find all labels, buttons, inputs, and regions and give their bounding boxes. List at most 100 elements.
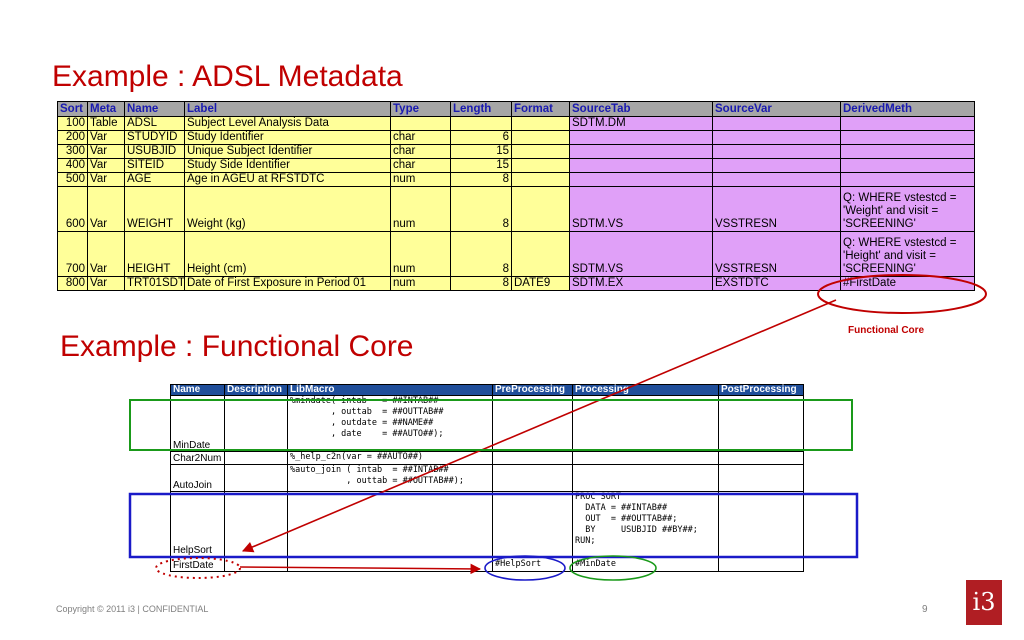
core-cell-libmacro: %_help_c2n(var = ##AUTO##) bbox=[287, 451, 493, 465]
adsl-cell-sourcevar: EXSTDTC bbox=[712, 276, 841, 291]
adsl-metadata-table: Sort Meta Name Label Type Length Format … bbox=[57, 101, 975, 291]
adsl-cell-sourcetab bbox=[569, 144, 713, 159]
adsl-cell-sort: 100 bbox=[57, 116, 88, 131]
col-header-sort: Sort bbox=[57, 101, 88, 117]
functional-core-callout: Functional Core bbox=[848, 325, 925, 336]
adsl-cell-sort: 400 bbox=[57, 158, 88, 173]
col-header-format: Format bbox=[511, 101, 570, 117]
adsl-cell-type: num bbox=[390, 186, 451, 232]
core-cell-description bbox=[224, 451, 288, 465]
adsl-cell-meta: Var bbox=[87, 130, 125, 145]
page-number: 9 bbox=[922, 604, 928, 615]
adsl-cell-sort: 700 bbox=[57, 231, 88, 277]
adsl-cell-type: char bbox=[390, 130, 451, 145]
adsl-cell-derivedmeth bbox=[840, 130, 975, 145]
adsl-cell-sourcetab bbox=[569, 158, 713, 173]
core-cell-libmacro bbox=[287, 491, 493, 557]
core-row: AutoJoin %auto_join ( intab = ##INTAB## ,… bbox=[170, 464, 804, 492]
adsl-cell-label: Study Side Identifier bbox=[184, 158, 391, 173]
adsl-cell-sort: 500 bbox=[57, 172, 88, 187]
adsl-cell-length: 8 bbox=[450, 172, 512, 187]
adsl-cell-meta: Var bbox=[87, 186, 125, 232]
core-cell-name: FirstDate bbox=[170, 556, 225, 572]
adsl-cell-sort: 800 bbox=[57, 276, 88, 291]
adsl-cell-label: Study Identifier bbox=[184, 130, 391, 145]
adsl-cell-label: Subject Level Analysis Data bbox=[184, 116, 391, 131]
core-cell-post bbox=[718, 556, 804, 572]
adsl-cell-format bbox=[511, 144, 570, 159]
col-header-sourcetab: SourceTab bbox=[569, 101, 713, 117]
core-col-libmacro: LibMacro bbox=[287, 384, 493, 396]
adsl-cell-name: HEIGHT bbox=[124, 231, 185, 277]
adsl-cell-sourcevar bbox=[712, 172, 841, 187]
adsl-cell-format bbox=[511, 158, 570, 173]
adsl-cell-sort: 600 bbox=[57, 186, 88, 232]
adsl-cell-type bbox=[390, 116, 451, 131]
adsl-cell-label: Unique Subject Identifier bbox=[184, 144, 391, 159]
col-header-type: Type bbox=[390, 101, 451, 117]
core-cell-pre bbox=[492, 451, 573, 465]
adsl-cell-name: TRT01SDT bbox=[124, 276, 185, 291]
core-col-postprocessing: PostProcessing bbox=[718, 384, 804, 396]
col-header-derivedmeth: DerivedMeth bbox=[840, 101, 975, 117]
functional-core-table: Name Description LibMacro PreProcessing … bbox=[170, 384, 804, 572]
adsl-cell-format bbox=[511, 231, 570, 277]
adsl-cell-length: 15 bbox=[450, 144, 512, 159]
copyright-footer: Copyright © 2011 i3 | CONFIDENTIAL bbox=[56, 604, 209, 614]
core-cell-description bbox=[224, 464, 288, 492]
core-cell-pre bbox=[492, 395, 573, 452]
adsl-cell-label: Weight (kg) bbox=[184, 186, 391, 232]
functional-core-title: Example : Functional Core bbox=[60, 330, 414, 363]
adsl-cell-type: char bbox=[390, 144, 451, 159]
adsl-cell-name: STUDYID bbox=[124, 130, 185, 145]
adsl-cell-derivedmeth: Q: WHERE vstestcd = 'Height' and visit =… bbox=[840, 231, 975, 277]
core-row: MinDate%mindate( intab = ##INTAB## , out… bbox=[170, 395, 804, 452]
adsl-cell-length: 8 bbox=[450, 231, 512, 277]
core-cell-post bbox=[718, 464, 804, 492]
col-header-sourcevar: SourceVar bbox=[712, 101, 841, 117]
adsl-header-row: Sort Meta Name Label Type Length Format … bbox=[57, 101, 975, 117]
core-cell-post bbox=[718, 451, 804, 465]
adsl-cell-derivedmeth bbox=[840, 172, 975, 187]
adsl-cell-sourcevar bbox=[712, 144, 841, 159]
adsl-cell-meta: Table bbox=[87, 116, 125, 131]
core-cell-proc bbox=[572, 395, 719, 452]
col-header-name: Name bbox=[124, 101, 185, 117]
adsl-cell-format bbox=[511, 130, 570, 145]
core-cell-post bbox=[718, 491, 804, 557]
core-cell-pre: #HelpSort bbox=[492, 556, 573, 572]
core-cell-name: Char2Num bbox=[170, 451, 225, 465]
core-cell-libmacro: %auto_join ( intab = ##INTAB## , outtab … bbox=[287, 464, 493, 492]
adsl-cell-length: 8 bbox=[450, 276, 512, 291]
adsl-cell-sourcevar bbox=[712, 116, 841, 131]
adsl-cell-sourcetab: SDTM.DM bbox=[569, 116, 713, 131]
adsl-cell-sourcetab: SDTM.VS bbox=[569, 231, 713, 277]
core-cell-pre bbox=[492, 491, 573, 557]
core-cell-libmacro: %mindate( intab = ##INTAB## , outtab = #… bbox=[287, 395, 493, 452]
col-header-meta: Meta bbox=[87, 101, 125, 117]
col-header-length: Length bbox=[450, 101, 512, 117]
core-cell-proc: #MinDate bbox=[572, 556, 719, 572]
adsl-cell-format bbox=[511, 186, 570, 232]
adsl-cell-meta: Var bbox=[87, 231, 125, 277]
adsl-cell-derivedmeth bbox=[840, 116, 975, 131]
col-header-label: Label bbox=[184, 101, 391, 117]
adsl-cell-meta: Var bbox=[87, 144, 125, 159]
adsl-cell-name: SITEID bbox=[124, 158, 185, 173]
adsl-cell-length bbox=[450, 116, 512, 131]
core-cell-name: HelpSort bbox=[170, 491, 225, 557]
adsl-cell-format bbox=[511, 116, 570, 131]
core-cell-name: AutoJoin bbox=[170, 464, 225, 492]
adsl-cell-format bbox=[511, 172, 570, 187]
adsl-cell-meta: Var bbox=[87, 172, 125, 187]
adsl-cell-length: 8 bbox=[450, 186, 512, 232]
adsl-cell-sourcetab: SDTM.EX bbox=[569, 276, 713, 291]
adsl-cell-sourcevar: VSSTRESN bbox=[712, 231, 841, 277]
adsl-cell-name: USUBJID bbox=[124, 144, 185, 159]
